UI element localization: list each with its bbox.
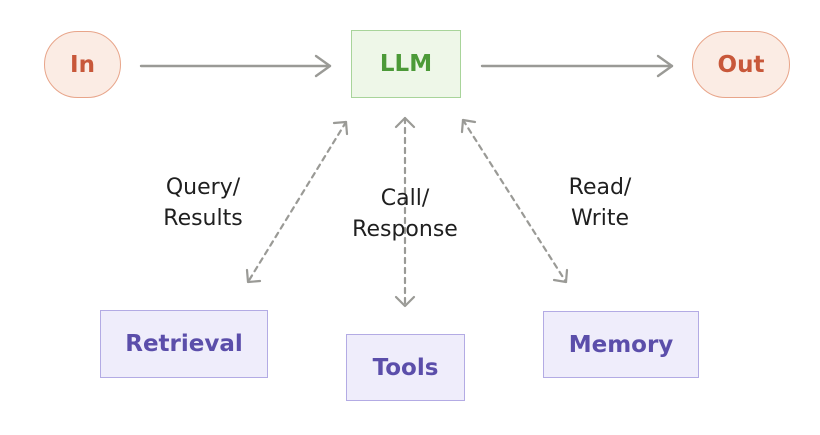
arrowhead-output-from-llm: [656, 54, 674, 78]
arrowhead-llm-from-tools: [394, 116, 416, 129]
node-retrieval: Retrieval: [100, 310, 268, 378]
arrowhead-llm-from-memory: [460, 118, 477, 134]
node-tools: Tools: [346, 334, 465, 401]
arrowhead-llm-from-input: [314, 54, 332, 78]
edge-label-tools-line2: Response: [352, 217, 458, 242]
edge-label-retrieval-line1: Query/: [165, 175, 241, 200]
edge-label-memory-line2: Write: [570, 206, 630, 231]
edge-label-tools-line1: Call/: [380, 186, 430, 211]
node-memory: Memory: [543, 311, 699, 378]
arrowhead-memory-from-llm: [552, 268, 569, 284]
node-llm: LLM: [351, 30, 461, 98]
edge-label-memory: Read/ Write: [538, 172, 662, 234]
edge-llm-memory: [461, 118, 568, 284]
arrowhead-retrieval-from-llm: [245, 268, 262, 284]
edge-label-retrieval: Query/ Results: [140, 172, 266, 234]
edge-label-retrieval-line2: Results: [163, 206, 243, 231]
node-output: Out: [692, 31, 790, 98]
arrowhead-llm-from-retrieval: [332, 120, 349, 136]
node-input: In: [44, 31, 121, 98]
edge-label-tools: Call/ Response: [336, 183, 474, 245]
edge-llm-retrieval: [246, 120, 348, 284]
edge-label-memory-line1: Read/: [568, 175, 632, 200]
arrowhead-tools-from-llm: [394, 295, 416, 308]
